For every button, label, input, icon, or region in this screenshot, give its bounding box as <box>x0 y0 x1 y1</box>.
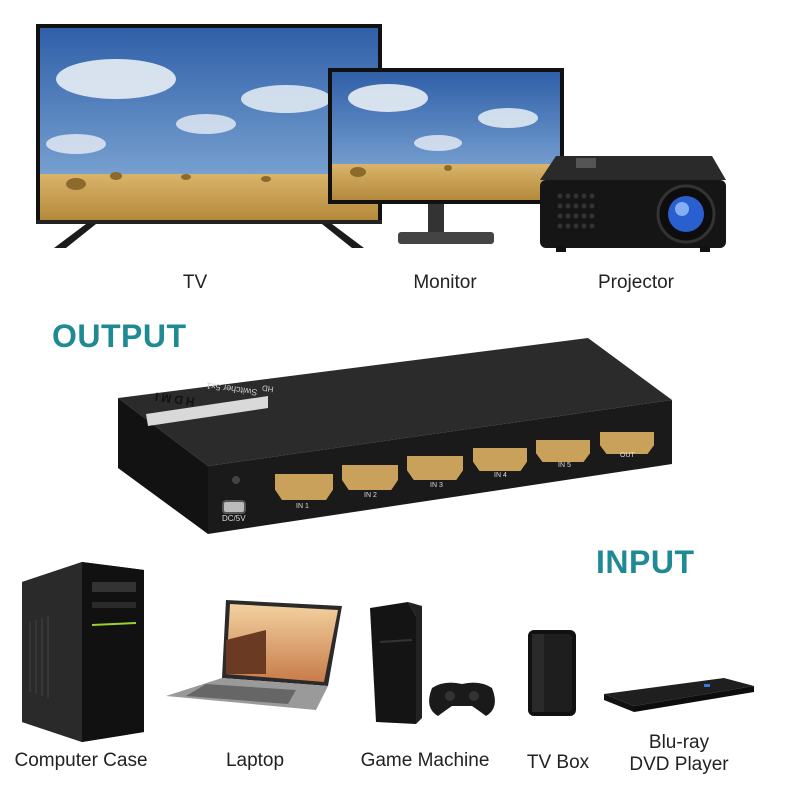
hdmi-port-in2 <box>342 465 398 490</box>
hdmi-port-in3 <box>407 456 463 480</box>
port-label-out: OUT <box>620 452 635 459</box>
hdmi-port-in5 <box>536 440 590 462</box>
hdmi-port-in1 <box>275 474 333 500</box>
laptop-label: Laptop <box>225 750 285 771</box>
tv-box-label: TV Box <box>526 752 590 773</box>
hd-tag-text: HD <box>261 383 275 394</box>
tv-label: TV <box>182 272 208 293</box>
game-machine-label: Game Machine <box>360 750 490 771</box>
port-label-in4: IN 4 <box>494 472 507 479</box>
monitor-label: Monitor <box>413 272 477 293</box>
projector-label: Projector <box>597 272 675 293</box>
dvd-player-label: DVD Player <box>629 754 729 775</box>
output-heading: OUTPUT <box>52 318 187 354</box>
tv-box-image <box>524 630 580 720</box>
game-machine-image <box>370 602 502 726</box>
computer-case-label: Computer Case <box>14 750 148 771</box>
port-label-in3: IN 3 <box>430 482 443 489</box>
monitor-image <box>328 68 564 250</box>
hdmi-switcher <box>118 338 674 538</box>
bluray-label: Blu-ray <box>648 732 710 753</box>
hdmi-port-in4 <box>473 448 527 471</box>
power-port-label: DC/5V <box>222 514 246 523</box>
port-label-in2: IN 2 <box>364 492 377 499</box>
power-port <box>222 500 246 514</box>
tv-image <box>36 24 382 252</box>
projector-image <box>536 148 732 254</box>
computer-case-image <box>22 562 144 742</box>
laptop-image <box>166 600 342 724</box>
port-label-in1: IN 1 <box>296 503 309 510</box>
hdmi-port-out <box>600 432 654 454</box>
bluray-player-image <box>604 678 754 712</box>
input-heading: INPUT <box>596 544 695 580</box>
port-label-in5: IN 5 <box>558 462 571 469</box>
power-indicator <box>232 476 240 484</box>
